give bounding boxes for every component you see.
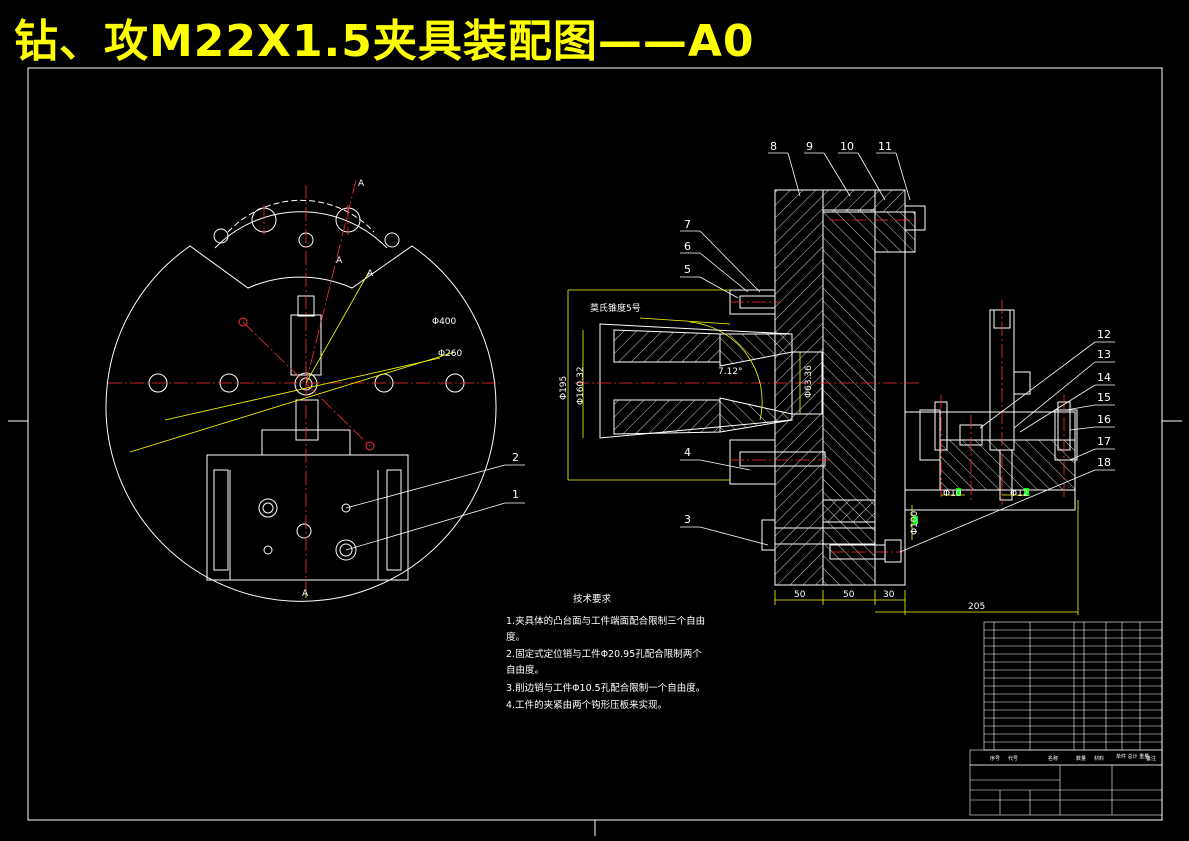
right-dimension-lines (567, 289, 1079, 615)
part-label-10: 10 (840, 140, 854, 153)
part-label-7: 7 (684, 218, 691, 231)
left-leaders (345, 464, 525, 551)
tech-req-line-2: 度。 (506, 631, 525, 643)
tb-col-weight: 单件 总计 重量 (1116, 753, 1149, 760)
left-front-view (105, 199, 497, 602)
dim-angle: 7.12° (718, 367, 743, 377)
part-label-15: 15 (1097, 391, 1111, 404)
dim-d-taper: Φ160.32 (576, 366, 586, 405)
left-dim-a-top: A (358, 179, 365, 189)
dim-l-30: 30 (883, 590, 895, 600)
part-label-6: 6 (684, 240, 691, 253)
left-dim-a-bottom: A (302, 589, 309, 599)
dim-l-50b: 50 (843, 590, 855, 600)
part-label-18: 18 (1097, 456, 1111, 469)
dim-d-12: Φ12 (1010, 489, 1029, 499)
left-dim-400: Φ400 (432, 317, 457, 327)
left-dimension-lines (129, 269, 456, 598)
part-label-9: 9 (806, 140, 813, 153)
dim-l-205: 205 (968, 602, 985, 612)
right-section-view (599, 189, 1078, 586)
tech-req-line-4: 自由度。 (506, 664, 544, 676)
part-label-11: 11 (878, 140, 892, 153)
title-block (969, 621, 1163, 816)
tech-req-line-5: 3.削边销与工件Φ10.5孔配合限制一个自由度。 (506, 682, 705, 694)
tb-col-material: 材料 (1094, 755, 1104, 762)
part-label-1: 1 (512, 488, 519, 501)
left-center-lines (108, 179, 500, 590)
tech-req-line-6: 4.工件的夹紧由两个钩形压板来实现。 (506, 699, 667, 711)
left-dim-a-mid: A (336, 256, 343, 266)
part-label-16: 16 (1097, 413, 1111, 426)
tech-req-heading: 技术要求 (573, 593, 612, 605)
right-leaders (680, 152, 1115, 553)
green-markers (913, 488, 1029, 524)
part-label-13: 13 (1097, 348, 1111, 361)
tb-col-remark: 备注 (1146, 755, 1156, 762)
part-label-17: 17 (1097, 435, 1111, 448)
tb-col-code: 代号 (1008, 755, 1018, 762)
drawing-frame (8, 67, 1182, 836)
tb-col-qty: 数量 (1076, 755, 1086, 762)
part-label-5: 5 (684, 263, 691, 276)
left-dim-a-side: A (367, 269, 374, 279)
drawing-title: 钻、攻M22X1.5夹具装配图——A0 (14, 16, 755, 67)
dim-d-bore: Φ63.36 (804, 365, 814, 398)
dim-l-50a: 50 (794, 590, 806, 600)
dim-d-10: Φ10 (943, 489, 962, 499)
part-label-2: 2 (512, 451, 519, 464)
part-label-3: 3 (684, 513, 691, 526)
dim-taper-note: 莫氏锥度5号 (590, 302, 641, 314)
dim-d-100: Φ100 (910, 510, 920, 535)
left-dim-260: Φ260 (438, 349, 463, 359)
dim-d-outer: Φ195 (559, 376, 569, 400)
tb-col-name: 名称 (1048, 755, 1058, 762)
tech-req-line-1: 1.夹具体的凸台面与工件端面配合限制三个自由 (506, 615, 705, 627)
part-label-4: 4 (684, 446, 691, 459)
part-label-8: 8 (770, 140, 777, 153)
tech-req-line-3: 2.固定式定位销与工件Φ20.95孔配合限制两个 (506, 648, 702, 660)
part-label-12: 12 (1097, 328, 1111, 341)
part-label-14: 14 (1097, 371, 1111, 384)
tb-col-seq: 序号 (990, 755, 1000, 762)
tech-requirements: 技术要求 1.夹具体的凸台面与工件端面配合限制三个自由 度。 2.固定式定位销与… (506, 593, 705, 711)
right-center-lines (575, 219, 1065, 553)
